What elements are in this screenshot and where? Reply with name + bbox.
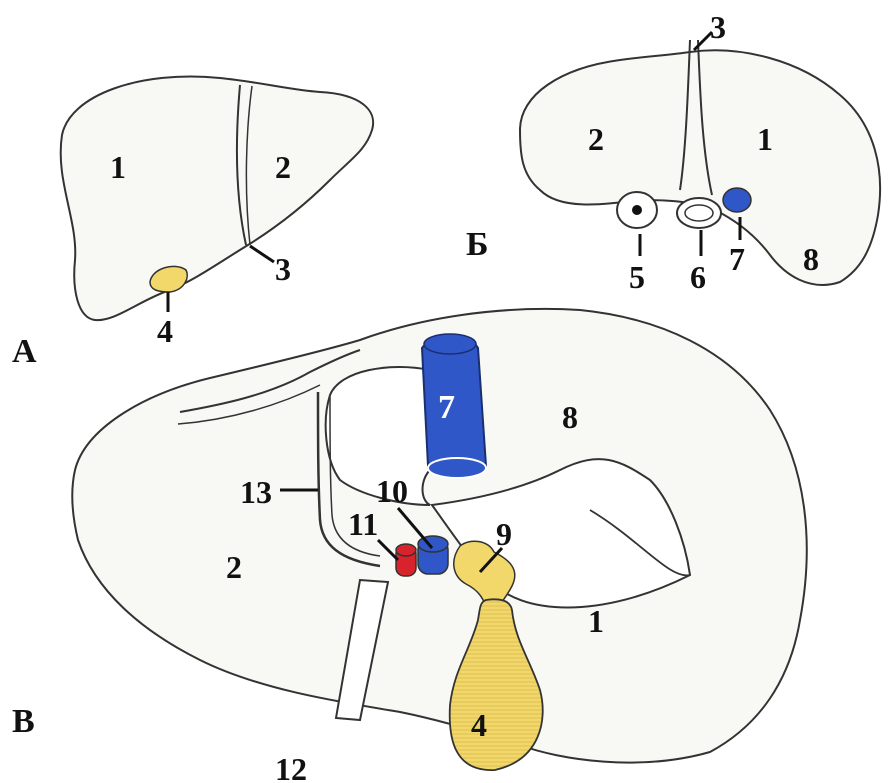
label-b-6: 6 bbox=[690, 259, 706, 295]
label-b-1: 1 bbox=[757, 121, 773, 157]
label-a-3: 3 bbox=[275, 251, 291, 287]
label-v-11: 11 bbox=[348, 506, 378, 542]
panel-a: 1 2 3 4 А bbox=[12, 77, 373, 370]
leader-3-a bbox=[250, 246, 274, 262]
label-b-8: 8 bbox=[803, 241, 819, 277]
aorta-inner bbox=[685, 205, 713, 221]
label-a-2: 2 bbox=[275, 149, 291, 185]
label-b-2: 2 bbox=[588, 121, 604, 157]
panel-letter-a: А bbox=[12, 333, 37, 370]
vena-cava-v-top bbox=[424, 334, 476, 354]
label-v-8: 8 bbox=[562, 399, 578, 435]
panel-letter-v: В bbox=[12, 703, 35, 740]
panel-letter-b: Б bbox=[466, 226, 488, 263]
label-a-1: 1 bbox=[110, 149, 126, 185]
label-v-13: 13 bbox=[240, 474, 272, 510]
label-v-4: 4 bbox=[471, 707, 487, 743]
label-b-3: 3 bbox=[710, 9, 726, 45]
label-v-9: 9 bbox=[496, 516, 512, 552]
hepatic-artery-top bbox=[396, 544, 416, 556]
vena-cava-b bbox=[723, 188, 751, 212]
vena-cava-v-bottom bbox=[428, 458, 486, 478]
esophagus-lumen bbox=[632, 205, 642, 215]
label-v-7: 7 bbox=[438, 389, 455, 426]
label-b-5: 5 bbox=[629, 259, 645, 295]
label-v-2: 2 bbox=[226, 549, 242, 585]
label-v-10: 10 bbox=[376, 473, 408, 509]
liver-anterior-view bbox=[61, 77, 373, 321]
panel-v: 7 8 13 10 11 9 2 1 4 12 В bbox=[12, 309, 807, 783]
label-v-12: 12 bbox=[275, 751, 307, 783]
panel-b: 3 2 1 Б 5 6 7 8 bbox=[466, 9, 880, 295]
label-a-4: 4 bbox=[157, 313, 173, 349]
label-v-1: 1 bbox=[588, 603, 604, 639]
label-b-7: 7 bbox=[729, 241, 745, 277]
